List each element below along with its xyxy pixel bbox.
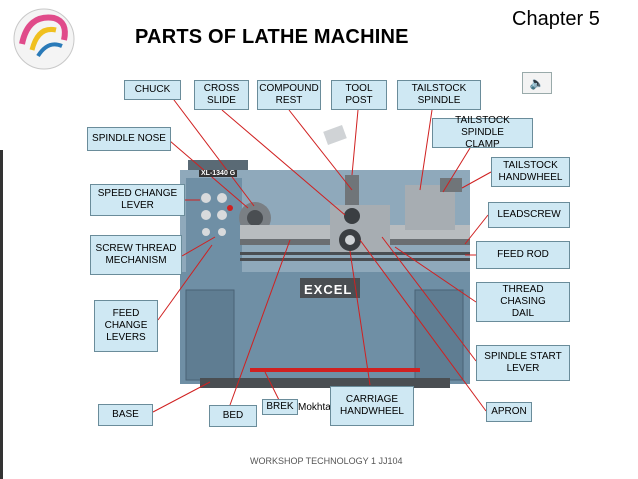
- label-cross-slide: CROSS SLIDE: [194, 80, 249, 110]
- machine-brand: EXCEL: [304, 282, 353, 297]
- label-tailstock-spindle-clamp: TAILSTOCK SPINDLE CLAMP: [432, 115, 533, 150]
- label-tailstock-handwheel: TAILSTOCK HANDWHEEL: [491, 157, 570, 187]
- polytechnic-logo: [13, 8, 75, 70]
- label-thread-chasing-dail: THREAD CHASING DAIL: [476, 282, 570, 322]
- slide-footer: WORKSHOP TECHNOLOGY 1 JJ104: [250, 456, 403, 466]
- label-spindle-start-lever: SPINDLE START LEVER: [476, 345, 570, 381]
- label-speed-change-lever: SPEED CHANGE LEVER: [90, 184, 185, 216]
- label-carriage-handwheel: CARRIAGE HANDWHEEL: [330, 386, 414, 426]
- label-apron: APRON: [486, 402, 532, 422]
- left-edge-line: [0, 150, 3, 479]
- chapter-heading: Chapter 5: [512, 8, 600, 30]
- speaker-icon[interactable]: 🔈: [522, 72, 552, 94]
- label-spindle-nose: SPINDLE NOSE: [87, 127, 171, 151]
- label-screw-thread-mechanism: SCREW THREAD MECHANISM: [90, 235, 182, 275]
- label-feed-rod: FEED ROD: [476, 241, 570, 269]
- label-chuck: CHUCK: [124, 80, 181, 100]
- label-tool-post: TOOL POST: [331, 80, 387, 110]
- label-leadscrew: LEADSCREW: [488, 202, 570, 228]
- machine-model-plate: XL-1340 G: [199, 170, 238, 177]
- label-tailstock-spindle: TAILSTOCK SPINDLE: [397, 80, 481, 110]
- label-brek: BREK: [262, 399, 298, 415]
- label-base: BASE: [98, 404, 153, 426]
- label-compound-rest: COMPOUND REST: [257, 80, 321, 110]
- watermark-text: Mokhta: [298, 402, 331, 413]
- label-bed: BED: [209, 405, 257, 427]
- slide-title: PARTS OF LATHE MACHINE: [135, 26, 409, 48]
- label-feed-change-levers: FEED CHANGE LEVERS: [94, 300, 158, 352]
